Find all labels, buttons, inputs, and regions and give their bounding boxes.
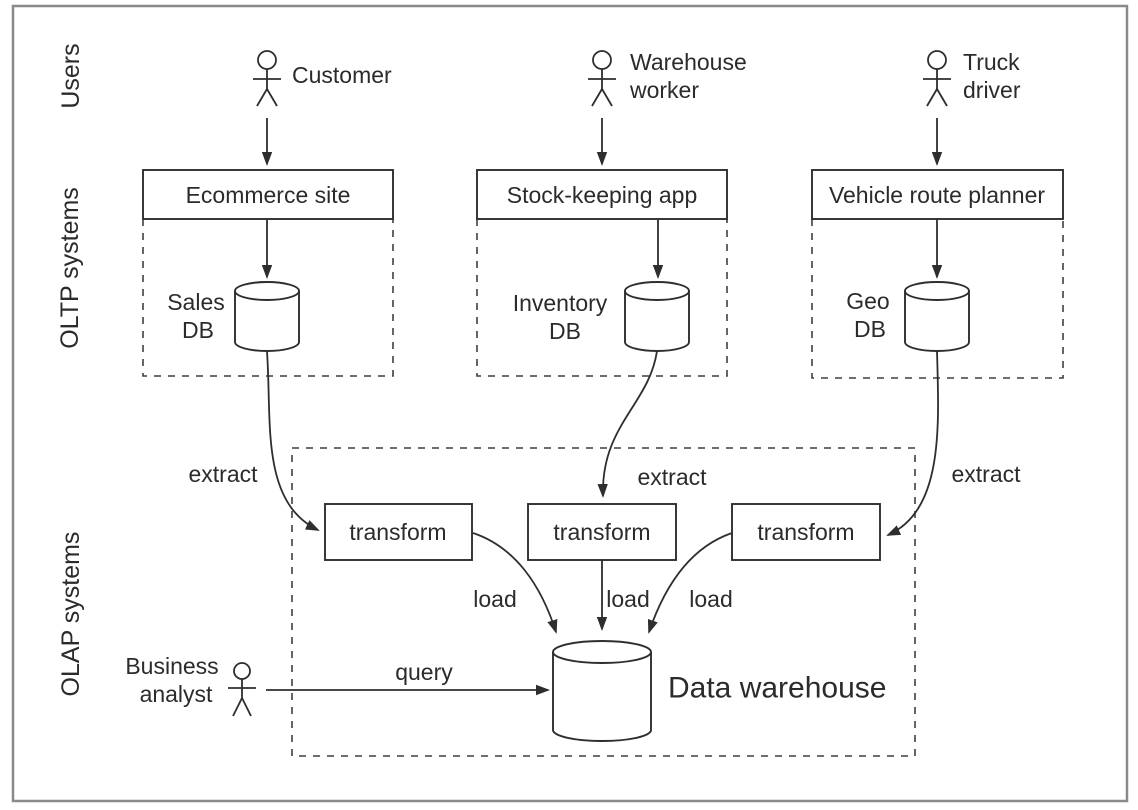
arrow-extract-geodb-to-transform3 bbox=[886, 350, 939, 536]
transform-label-3: transform bbox=[757, 519, 854, 545]
load-label-2: load bbox=[606, 586, 649, 612]
vehicle-route-planner-box bbox=[811, 169, 1064, 220]
warehouse-worker-actor-icon bbox=[588, 50, 616, 107]
row-label-oltp-systems: OLTP systems bbox=[56, 187, 84, 349]
query-label: query bbox=[395, 659, 453, 685]
transform-label-2: transform bbox=[553, 519, 650, 545]
row-label-olap-systems: OLAP systems bbox=[57, 532, 85, 697]
row-label-users: Users bbox=[57, 43, 85, 108]
customer-label: Customer bbox=[292, 62, 392, 88]
geo-db-cylinder bbox=[904, 281, 970, 352]
arrow-load-transform1-to-warehouse bbox=[472, 532, 558, 634]
business-analyst-label-line1: Business bbox=[125, 653, 218, 679]
ecommerce-site-label: Ecommerce site bbox=[186, 182, 351, 208]
geo-db-label-line2: DB bbox=[854, 316, 886, 342]
business-analyst-actor-icon bbox=[228, 662, 256, 717]
figure-border bbox=[11, 4, 1129, 803]
truck-driver-label-line2: driver bbox=[963, 77, 1021, 103]
sales-db-label-line1: Sales bbox=[167, 289, 225, 315]
data-warehouse-label: Data warehouse bbox=[668, 672, 886, 705]
extract-label-3: extract bbox=[951, 461, 1021, 487]
customer-actor-icon bbox=[253, 50, 281, 107]
arrow-load-transform3-to-warehouse bbox=[647, 532, 733, 634]
oltp-dashed-box-inventory bbox=[476, 219, 728, 377]
stock-keeping-app-box bbox=[476, 169, 728, 220]
geo-db-label-line1: Geo bbox=[846, 288, 889, 314]
truck-driver-label-line1: Truck bbox=[963, 49, 1020, 75]
transform-box-3 bbox=[731, 503, 881, 561]
arrow-extract-salesdb-to-transform1 bbox=[266, 351, 320, 531]
transform-box-1 bbox=[324, 503, 473, 561]
arrow-extract-inventorydb-to-transform2 bbox=[597, 350, 658, 498]
transform-box-2 bbox=[527, 503, 677, 561]
truck-driver-actor-icon bbox=[923, 50, 951, 107]
vehicle-route-planner-label: Vehicle route planner bbox=[829, 182, 1045, 208]
business-analyst-label-line2: analyst bbox=[140, 681, 213, 707]
warehouse-worker-label-line1: Warehouse bbox=[630, 49, 747, 75]
stock-keeping-app-label: Stock-keeping app bbox=[507, 182, 698, 208]
data-warehouse-cylinder bbox=[552, 640, 652, 742]
load-label-1: load bbox=[473, 586, 516, 612]
inventory-db-cylinder bbox=[624, 281, 690, 352]
extract-label-1: extract bbox=[188, 461, 258, 487]
ecommerce-site-box bbox=[142, 169, 394, 220]
inventory-db-label-line2: DB bbox=[549, 318, 581, 344]
transform-label-1: transform bbox=[349, 519, 446, 545]
sales-db-cylinder bbox=[234, 281, 300, 352]
warehouse-worker-label-line2: worker bbox=[629, 77, 699, 103]
sales-db-label-line2: DB bbox=[182, 317, 214, 343]
inventory-db-label-line1: Inventory bbox=[513, 290, 608, 316]
olap-dashed-box bbox=[291, 447, 916, 757]
extract-label-2: extract bbox=[637, 464, 707, 490]
load-label-3: load bbox=[689, 586, 732, 612]
